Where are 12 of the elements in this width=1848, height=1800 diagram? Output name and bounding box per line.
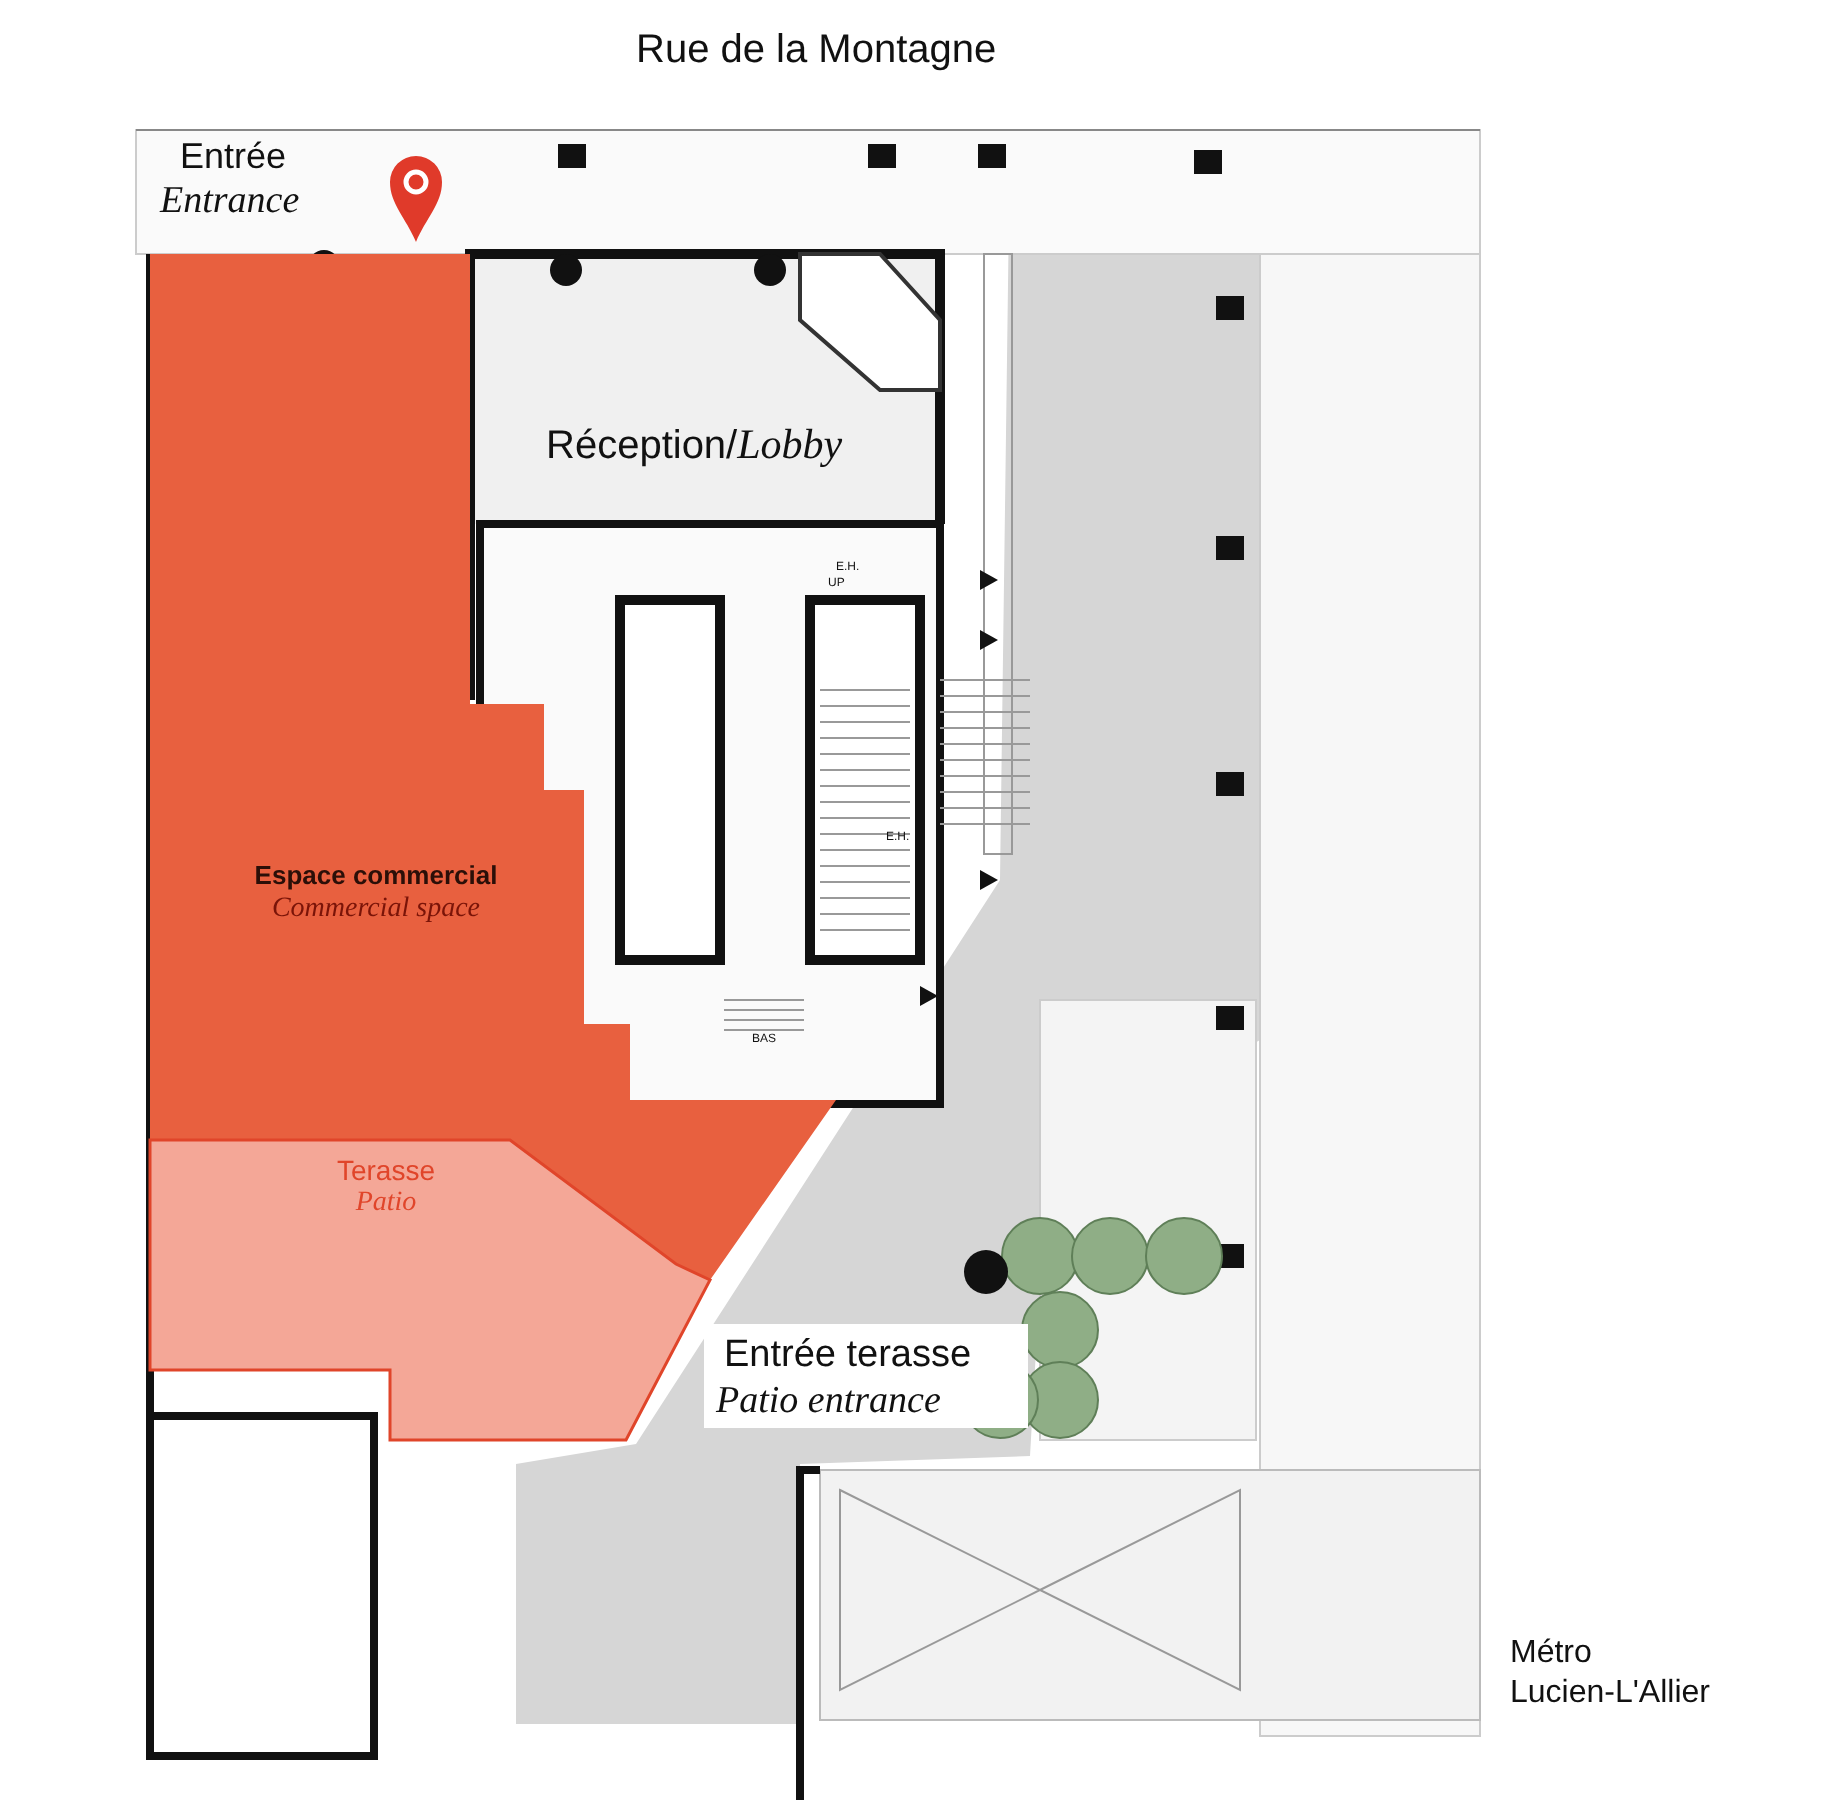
entrance-label-english: Entrance [160, 180, 300, 224]
metro-label: Métro [1510, 1636, 1592, 1673]
area-name-french: Terasse [334, 1154, 438, 1186]
patio-entrance-label-english: Patio entrance [716, 1380, 941, 1424]
patio-entrance-label: Entrée terasse [724, 1334, 972, 1378]
street-name: Rue de la Montagne [636, 28, 997, 74]
lobby-label: Réception/Lobby [546, 420, 843, 470]
metro-station-label: Lucien-L'Allier [1510, 1676, 1710, 1713]
area-name-english: Commercial space [269, 894, 483, 926]
area-name-english: Patio [353, 1188, 419, 1220]
entrance-label: Entrée [180, 136, 287, 178]
area-name-french: Espace commercial [252, 860, 500, 890]
